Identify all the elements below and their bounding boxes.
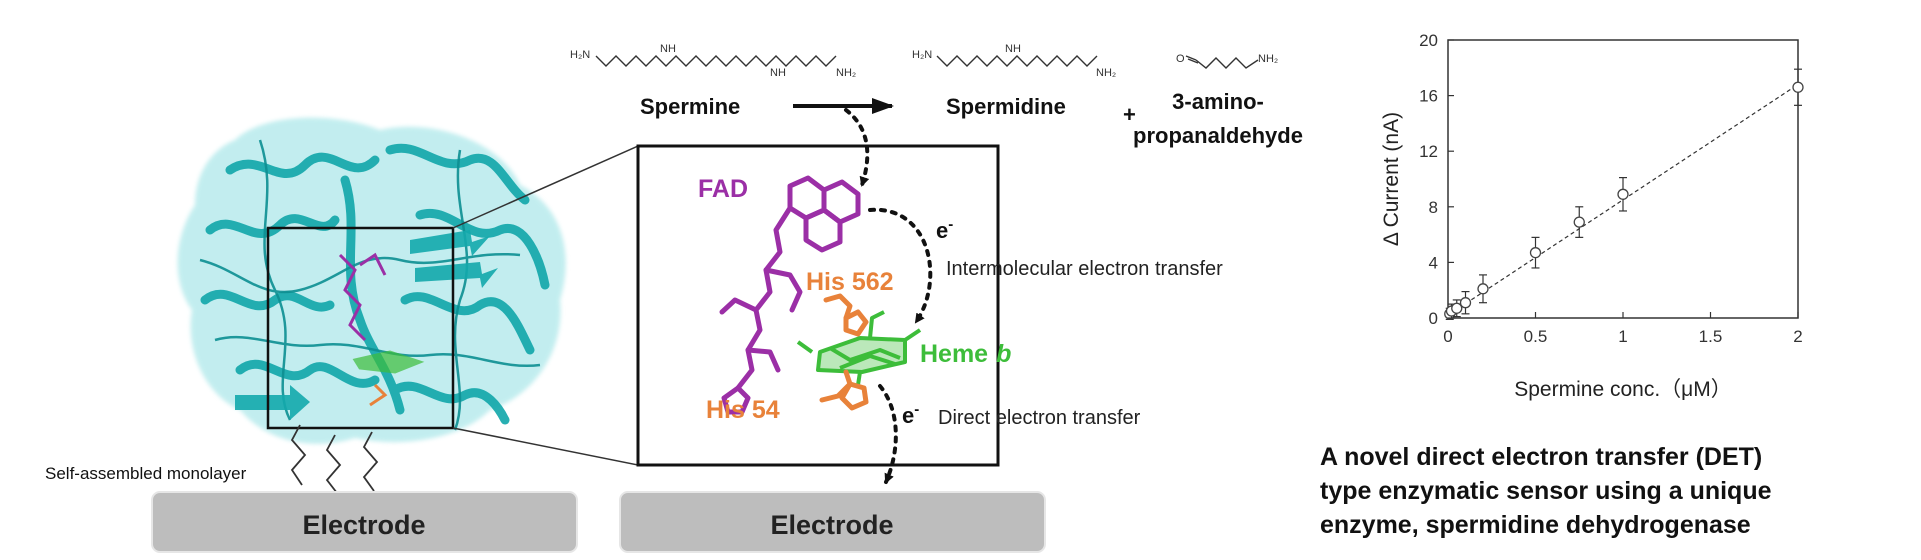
- protein-ribbons: [200, 143, 550, 425]
- plus-sign: +: [1123, 102, 1136, 127]
- monolayer-label: Self-assembled monolayer: [45, 464, 247, 483]
- caption-line-3: enzyme, spermidine dehydrogenase: [1320, 511, 1751, 539]
- y-tick-label: 16: [1419, 87, 1438, 106]
- y-tick-label: 20: [1419, 31, 1438, 50]
- protein-thin-coils: [199, 139, 541, 431]
- figure-caption: A novel direct electron transfer (DET) t…: [1320, 440, 1880, 542]
- x-tick-label: 0: [1443, 327, 1452, 346]
- aminopropanal-o: O: [1176, 53, 1185, 65]
- his562-residue: [823, 293, 869, 337]
- his562-label: His 562: [806, 268, 894, 296]
- protein-sheets: [235, 230, 498, 420]
- aminopropanal-structure: [1185, 55, 1259, 69]
- x-tick-label: 2: [1793, 327, 1802, 346]
- fad-molecule: [719, 175, 861, 415]
- caption-line-1: A novel direct electron transfer (DET): [1320, 443, 1763, 471]
- y-tick-label: 8: [1429, 198, 1438, 217]
- spermidine-nh2: NH₂: [1096, 67, 1116, 79]
- spermidine-h2n: H₂N: [912, 49, 932, 61]
- electron-label-2: e-: [902, 401, 919, 428]
- y-axis-label: Δ Current (nA): [1380, 112, 1403, 246]
- direct-label: Direct electron transfer: [938, 407, 1141, 429]
- electrode-right-label: Electrode: [770, 510, 893, 540]
- spermidine-structure: [936, 55, 1098, 67]
- electron-label-1: e-: [936, 216, 953, 243]
- electrode-left: [151, 491, 578, 553]
- data-point: [1477, 283, 1489, 295]
- product2-label-line1: 3-amino-: [1172, 89, 1264, 114]
- data-point: [1459, 297, 1472, 309]
- intermolecular-label: Intermolecular electron transfer: [946, 258, 1223, 280]
- reactant-label: Spermine: [640, 94, 740, 119]
- his54-residue: [819, 369, 869, 411]
- zoom-line-top: [452, 145, 639, 229]
- data-point: [1792, 81, 1804, 93]
- monolayer-chains: [290, 424, 379, 494]
- data-point: [1617, 188, 1629, 200]
- protein-surface: [177, 117, 566, 444]
- y-tick-label: 0: [1429, 309, 1438, 328]
- x-tick-label: 0.5: [1524, 327, 1548, 346]
- data-point: [1451, 302, 1463, 314]
- x-tick-label: 1.5: [1699, 327, 1723, 346]
- x-tick-label: 1: [1618, 327, 1627, 346]
- spermidine-nh: NH: [1005, 43, 1021, 55]
- data-point: [1529, 247, 1542, 259]
- zoom-region-box: [266, 226, 455, 430]
- cofactors-in-protein: [338, 252, 425, 407]
- electrode-left-label: Electrode: [302, 510, 425, 540]
- spermine-nh2: NH₂: [836, 67, 856, 79]
- zoom-line-bottom: [452, 427, 639, 466]
- y-tick-label: 4: [1429, 253, 1438, 272]
- caption-line-2: type enzymatic sensor using a unique: [1320, 477, 1772, 505]
- intermolecular-transfer-arrow: [868, 207, 933, 324]
- data-point: [1573, 216, 1585, 228]
- product1-label: Spermidine: [946, 94, 1066, 119]
- spermine-nh-1: NH: [660, 43, 676, 55]
- spermine-nh-2: NH: [770, 67, 786, 79]
- electrode-right: [619, 491, 1046, 553]
- fad-label: FAD: [698, 175, 748, 203]
- y-tick-label: 12: [1419, 142, 1438, 161]
- spermine-structure: [595, 55, 837, 67]
- aminopropanal-nh2: NH₂: [1258, 53, 1278, 65]
- product2-label-line2: propanaldehyde: [1133, 123, 1303, 148]
- active-site-box: [636, 144, 1000, 467]
- heme-b-molecule: [796, 310, 922, 386]
- direct-transfer-arrow: [878, 384, 898, 484]
- substrate-to-fad-arrow: [844, 108, 870, 187]
- spermine-h2n: H₂N: [570, 49, 590, 61]
- x-axis-label: Spermine conc.（μM）: [1514, 378, 1732, 401]
- his54-label: His 54: [706, 396, 780, 424]
- protein-structure: [177, 117, 639, 466]
